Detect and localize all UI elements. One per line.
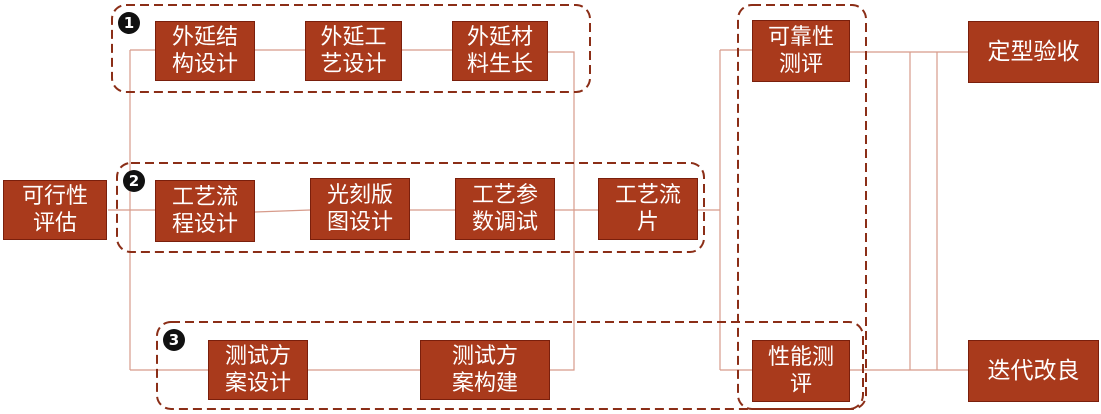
node-line: 案设计	[224, 371, 291, 396]
node-line: 性能测	[767, 345, 834, 370]
node-line: 外延材	[466, 25, 533, 50]
node-reliability: 可靠性测评	[752, 20, 850, 82]
node-finalize: 定型验收	[968, 21, 1099, 83]
node-line: 光刻版	[326, 183, 393, 208]
group-3-outline	[156, 321, 864, 410]
node-epi-process: 外延工艺设计	[305, 21, 402, 81]
node-line: 测评	[778, 52, 823, 77]
group-2-badge: 2	[123, 170, 145, 192]
node-epi-growth: 外延材料生长	[452, 21, 548, 81]
group-2-outline	[116, 162, 705, 253]
groups	[111, 4, 867, 410]
node-performance: 性能测评	[752, 340, 850, 402]
node-process-flow: 工艺流程设计	[155, 180, 255, 242]
node-line: 工艺流	[614, 183, 681, 208]
node-feasibility: 可行性评估	[3, 180, 107, 240]
node-line: 评	[789, 372, 812, 397]
node-test-plan: 测试方案设计	[208, 340, 308, 400]
node-line: 艺设计	[320, 52, 387, 77]
group-1-outline	[111, 4, 591, 93]
node-line: 案构建	[451, 371, 518, 396]
node-test-build: 测试方案构建	[420, 340, 550, 400]
node-line: 料生长	[466, 52, 533, 77]
group-eval-outline	[737, 4, 867, 410]
node-line: 数调试	[471, 210, 538, 235]
node-line: 工艺流	[171, 185, 238, 210]
group-3-badge: 3	[163, 329, 185, 351]
node-line: 可靠性	[767, 25, 834, 50]
node-line: 构设计	[171, 52, 238, 77]
node-line: 测试方	[451, 344, 518, 369]
node-label: 定型验收	[987, 38, 1080, 65]
connector-process-litho	[254, 209, 311, 213]
node-iterate: 迭代改良	[968, 340, 1099, 402]
node-line: 外延工	[320, 25, 387, 50]
node-line: 片	[636, 210, 659, 235]
node-line: 可行性	[21, 184, 88, 209]
connectors	[108, 49, 968, 371]
node-epi-structure: 外延结构设计	[155, 21, 255, 81]
connector-epi-growth-down	[548, 51, 575, 371]
node-line: 图设计	[326, 210, 393, 235]
node-tapeout: 工艺流片	[598, 178, 698, 240]
node-param-tuning: 工艺参数调试	[455, 178, 555, 240]
group-1-badge: 1	[118, 12, 140, 34]
node-line: 评估	[32, 211, 77, 236]
node-line: 工艺参	[471, 183, 538, 208]
node-line: 程设计	[171, 212, 238, 237]
node-label: 迭代改良	[987, 357, 1080, 384]
node-line: 测试方	[224, 344, 291, 369]
node-litho-layout: 光刻版图设计	[310, 178, 410, 240]
node-line: 外延结	[171, 25, 238, 50]
